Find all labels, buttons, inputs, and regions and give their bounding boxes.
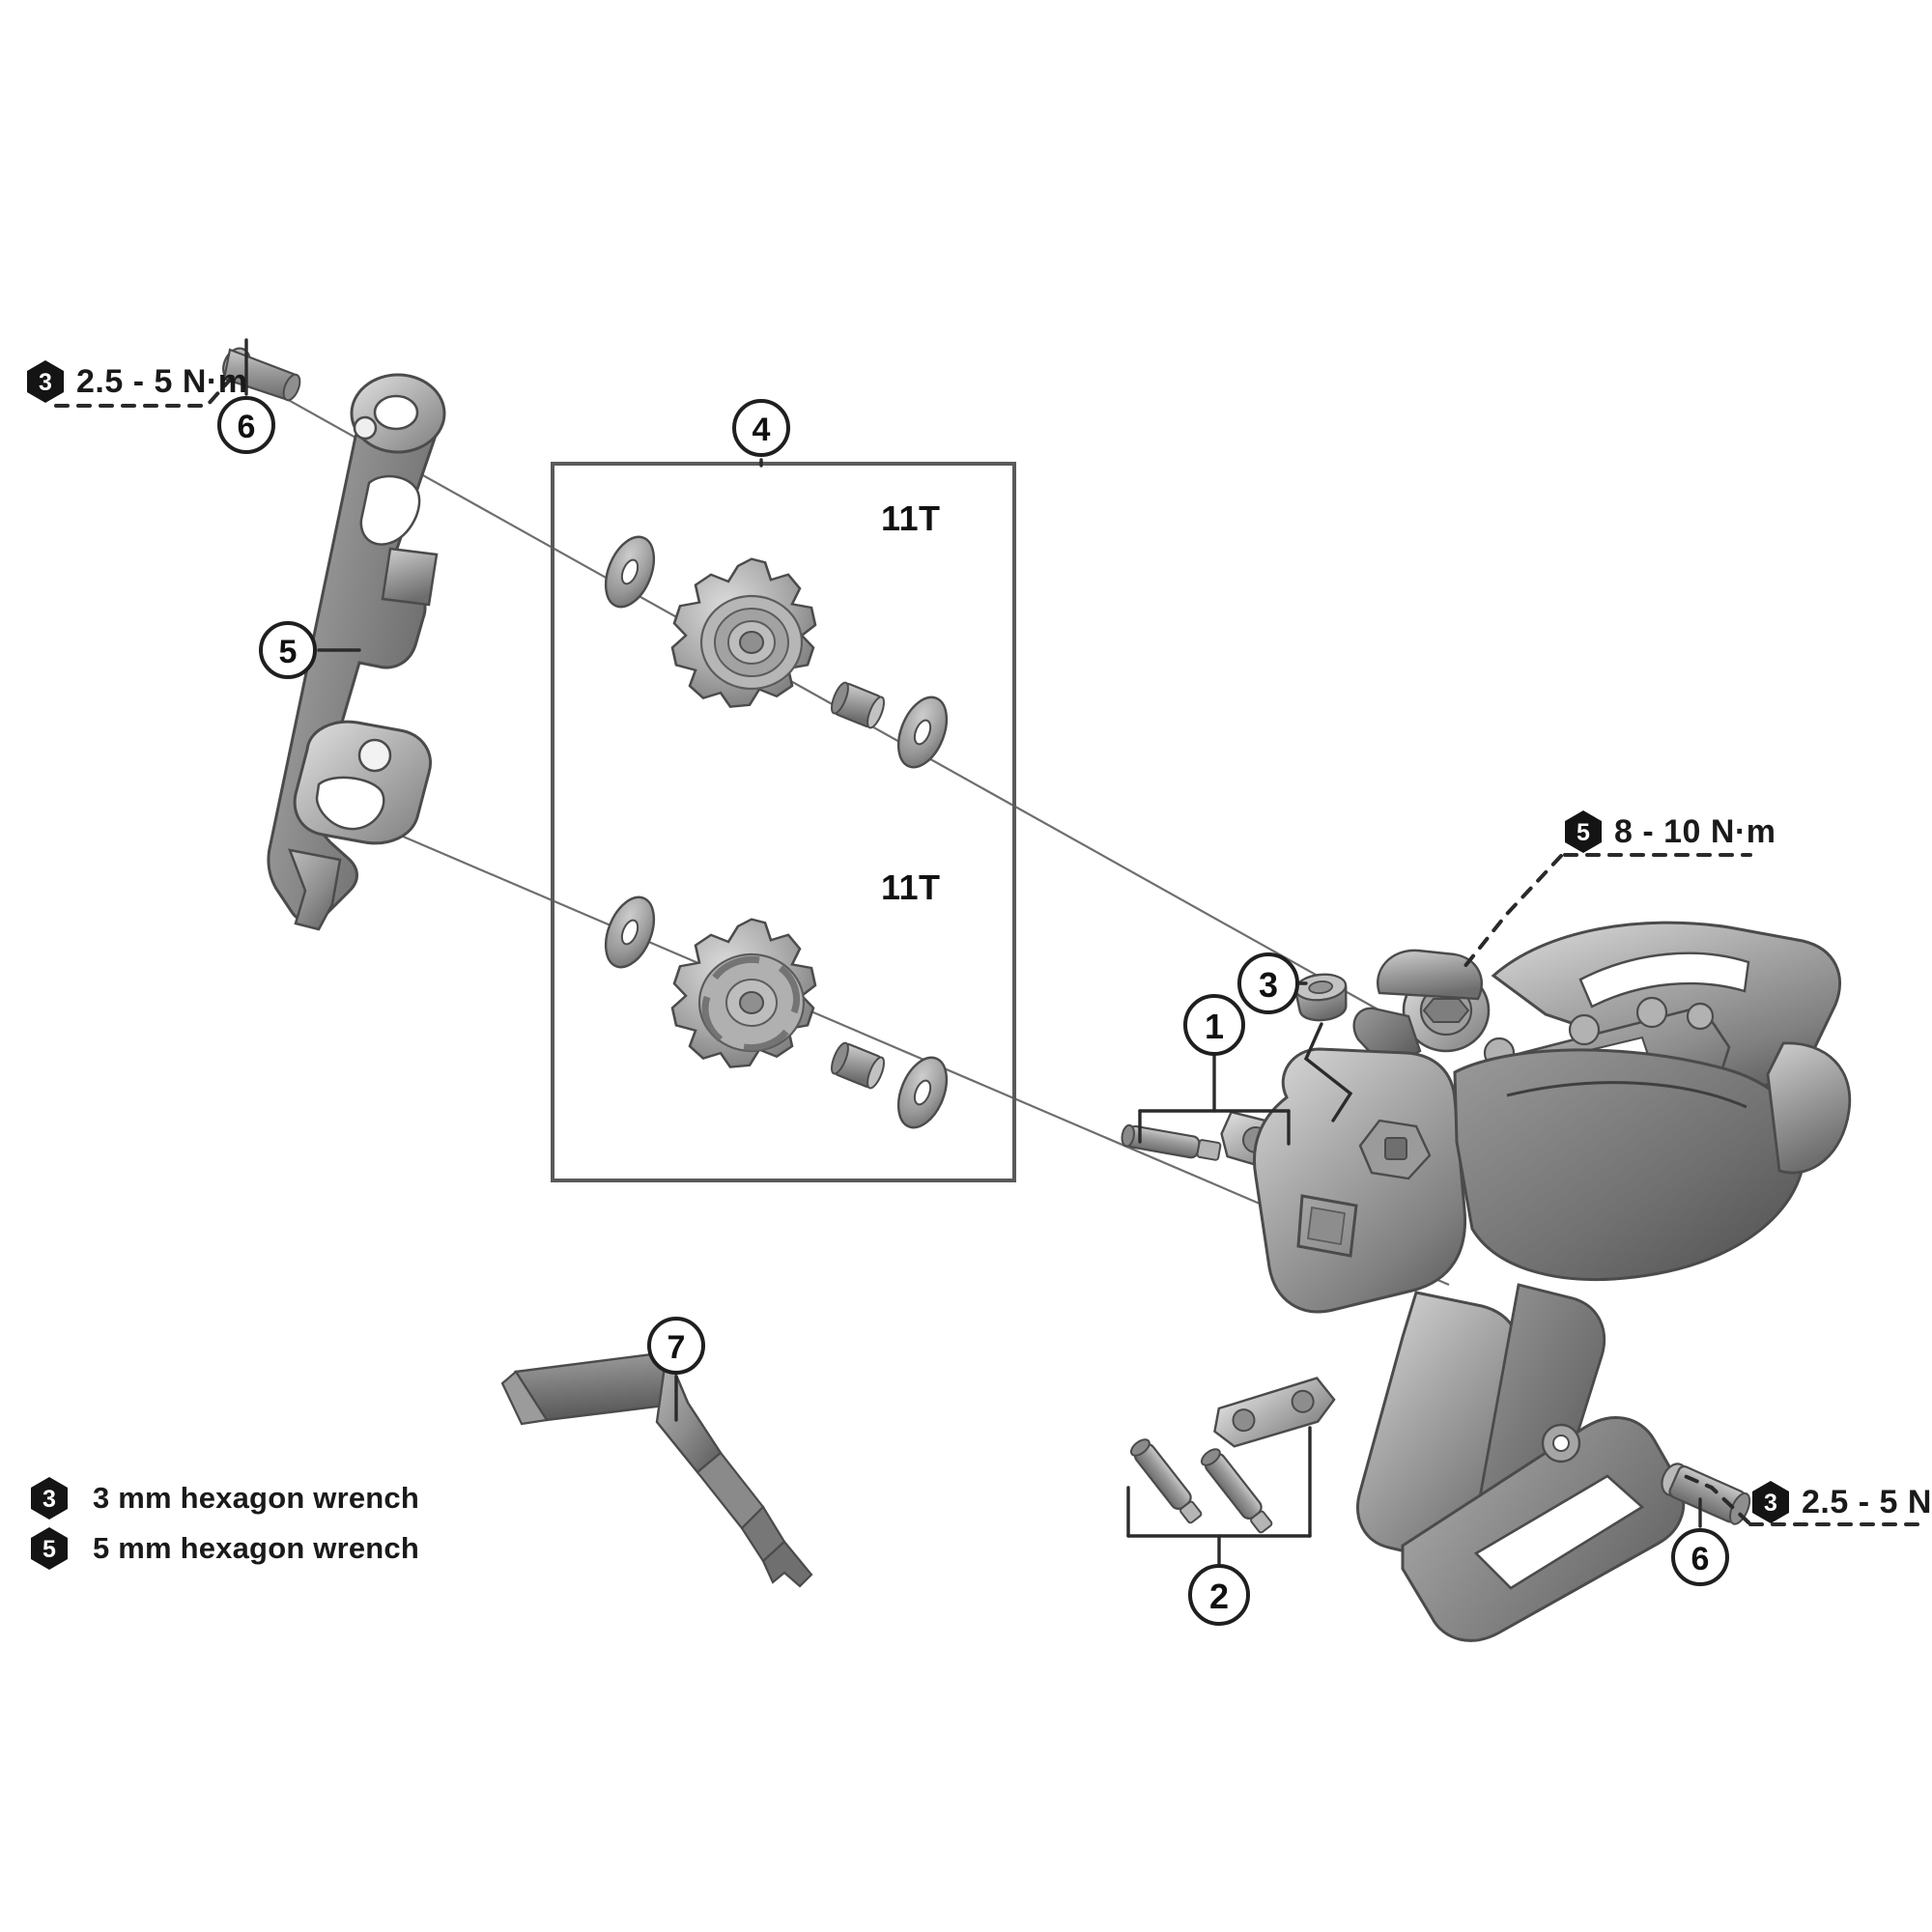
upper-pulley-tooth-label: 11T: [881, 498, 941, 538]
leader-3-to-body: [1303, 1022, 1353, 1122]
callout-circle-6b: 6: [1671, 1528, 1729, 1586]
torque-leader-top-left: [54, 367, 242, 408]
svg-text:5: 5: [279, 634, 298, 670]
torque-label-top-left: 3 2.5 - 5 N·m: [25, 359, 247, 404]
svg-text:7: 7: [668, 1329, 686, 1366]
hex-tool-badge-icon: 5: [1563, 810, 1604, 854]
guide-pulley-assembly: [604, 535, 949, 769]
torque-leader-right-upper: [1459, 854, 1563, 974]
callout-circle-1: 1: [1183, 994, 1245, 1056]
svg-text:6: 6: [1691, 1541, 1710, 1577]
svg-text:3: 3: [1259, 965, 1278, 1005]
hex-tool-number: 5: [43, 1536, 56, 1563]
legend-label: 3 mm hexagon wrench: [93, 1481, 420, 1515]
svg-text:4: 4: [753, 412, 771, 448]
torque-label-right-lower: 3 2.5 - 5 N·m: [1750, 1480, 1932, 1524]
derailleur-body-part: [1253, 921, 1852, 1642]
hex-tool-number: 3: [1764, 1490, 1777, 1517]
legend-item-3mm: 3 3 mm hexagon wrench: [29, 1473, 419, 1523]
pulley-bolt-lower-part: [1661, 1463, 1751, 1525]
torque-leader-right-lower: [1683, 1474, 1750, 1524]
svg-text:2: 2: [1209, 1577, 1229, 1616]
hex-tool-badge-icon: 3: [29, 1476, 70, 1520]
callout-circle-5: 5: [259, 621, 317, 679]
hex-tool-number: 3: [43, 1486, 56, 1513]
svg-text:6: 6: [238, 409, 256, 445]
derailleur-outer-cover: [1453, 1048, 1806, 1281]
torque-label-right-upper: 5 8 - 10 N·m: [1563, 810, 1776, 854]
hex-tool-badge-icon: 3: [1750, 1480, 1791, 1524]
callout-circle-3: 3: [1237, 952, 1299, 1014]
callout-circle-6a: 6: [217, 396, 275, 454]
tension-pulley-assembly: [604, 895, 949, 1129]
chain-gap-tool-part: [500, 1348, 813, 1588]
torque-value: 2.5 - 5 N·m: [1802, 1483, 1932, 1520]
tool-legend: 3 3 mm hexagon wrench 5 5 mm hexagon wre…: [29, 1473, 419, 1574]
guide-pulley-sprocket: [670, 557, 817, 708]
torque-value: 2.5 - 5 N·m: [76, 362, 248, 400]
derailleur-p-body: [1253, 1047, 1467, 1314]
hex-tool-badge-icon: 5: [29, 1526, 70, 1571]
pulley-bolt-upper-part: [222, 347, 301, 402]
torque-value: 8 - 10 N·m: [1614, 812, 1776, 850]
legend-label: 5 mm hexagon wrench: [93, 1531, 420, 1565]
lower-pulley-tooth-label: 11T: [881, 867, 941, 907]
callout-circles: 4 5 6 6 7 1 2: [217, 396, 1729, 1626]
callout-circle-4: 4: [732, 399, 790, 457]
hex-tool-number: 3: [39, 369, 52, 396]
callout-circle-7: 7: [647, 1317, 705, 1375]
tension-pulley-sprocket: [670, 918, 817, 1068]
legend-item-5mm: 5 5 mm hexagon wrench: [29, 1523, 419, 1574]
pulley-group-box: [551, 462, 1016, 1182]
cable-fixing-bolt-parts: [1129, 1377, 1336, 1534]
svg-text:1: 1: [1205, 1007, 1224, 1046]
hex-tool-badge-icon: 3: [25, 359, 66, 404]
callout-circle-2: 2: [1188, 1564, 1250, 1626]
hex-tool-number: 5: [1577, 819, 1590, 846]
